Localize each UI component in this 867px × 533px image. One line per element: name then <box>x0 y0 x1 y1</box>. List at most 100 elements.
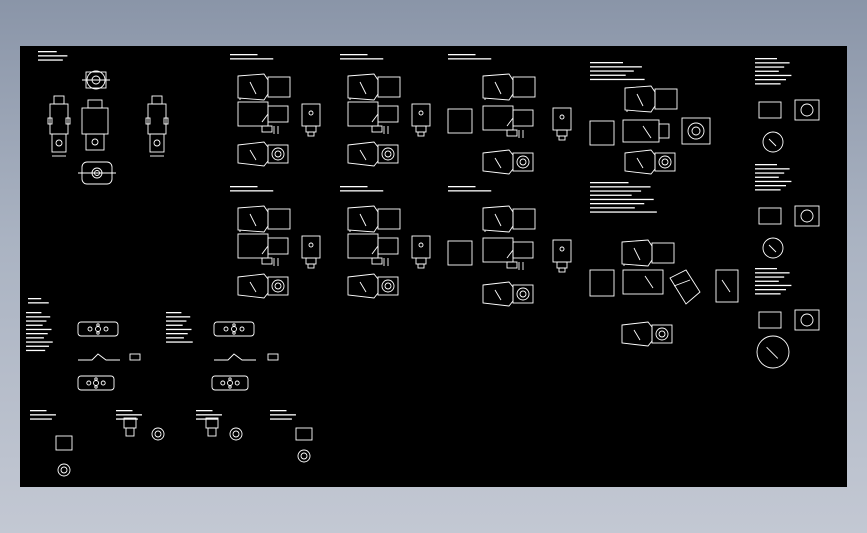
outline <box>447 108 473 134</box>
annotation-mark <box>30 418 52 420</box>
coil-end-1-1 <box>411 235 431 269</box>
annotation-mark <box>755 74 792 77</box>
circle <box>800 103 814 117</box>
outline <box>377 105 399 123</box>
outline <box>512 208 536 230</box>
valve-assembly-front <box>47 95 71 157</box>
outline <box>267 208 291 230</box>
coil-block-2-1 <box>447 240 473 266</box>
outline <box>377 144 399 164</box>
outline <box>151 95 163 105</box>
circle <box>220 380 226 386</box>
plate-notes-2 <box>166 312 193 343</box>
coil-end-right-round <box>681 117 711 145</box>
outline <box>347 233 379 259</box>
circle <box>232 323 236 327</box>
outline <box>307 131 315 137</box>
circle <box>381 147 395 161</box>
circle <box>274 150 282 158</box>
circle <box>271 279 285 293</box>
contour <box>237 141 269 167</box>
circle <box>229 427 243 441</box>
outline <box>654 152 676 172</box>
small-round-2 <box>151 427 165 441</box>
outline <box>506 129 518 137</box>
outline <box>237 233 269 259</box>
outline <box>87 99 103 109</box>
coil-round-1-0 <box>347 141 399 167</box>
connector-plate-1 <box>77 321 119 337</box>
annotation-mark <box>196 414 222 416</box>
annotation-mark <box>755 58 777 60</box>
circle <box>151 427 165 441</box>
annotation-mark <box>196 410 213 412</box>
circle <box>231 326 237 332</box>
outline <box>482 237 514 263</box>
stroke <box>636 93 644 107</box>
coil-round-0-0 <box>237 141 289 167</box>
annotation-mark <box>755 280 779 282</box>
coil-round-right <box>624 149 676 175</box>
connector-plate-4 <box>211 375 249 391</box>
contour <box>621 321 653 347</box>
outline <box>558 135 566 141</box>
outline <box>371 257 383 265</box>
outline <box>267 353 279 361</box>
outline <box>305 257 317 265</box>
circle <box>239 326 245 332</box>
small-coil-1 <box>55 435 73 477</box>
circle <box>94 385 98 389</box>
annotation-mark <box>340 58 384 60</box>
outline <box>415 125 427 133</box>
stroke <box>249 81 257 95</box>
round-coil-end-c <box>756 335 790 369</box>
circle <box>384 150 392 158</box>
annotation-mark <box>30 414 56 416</box>
connector-plate-2 <box>213 321 255 337</box>
stroke <box>506 249 514 259</box>
annotation-mark <box>340 186 368 188</box>
coil-end-2-0 <box>552 107 572 141</box>
outline <box>447 240 473 266</box>
circle <box>516 287 530 301</box>
outline <box>129 353 141 361</box>
annotation-mark <box>166 324 183 326</box>
circle <box>297 449 311 463</box>
coil-front-right-2 <box>622 269 664 295</box>
stroke <box>636 157 644 169</box>
contour <box>669 269 701 305</box>
annotation-mark <box>166 337 184 339</box>
annotation-mark <box>755 164 777 166</box>
annotation-mark <box>28 298 42 300</box>
outline <box>417 131 425 137</box>
annotation-mark <box>755 189 781 191</box>
plate <box>77 375 115 391</box>
annotation-mark <box>230 186 258 188</box>
annotation-mark <box>590 186 651 188</box>
small-coil-3 <box>205 417 219 437</box>
annotation-mark <box>38 51 57 53</box>
coil-side-right-2 <box>621 239 675 267</box>
annotation-mark <box>755 180 792 183</box>
title-block-left <box>38 51 68 61</box>
small-coil-notes-2 <box>116 410 142 420</box>
stroke <box>633 329 641 341</box>
cad-drawing-canvas[interactable] <box>20 46 847 487</box>
drawing-sheet[interactable] <box>20 46 847 487</box>
stroke <box>359 81 367 95</box>
circle <box>57 463 71 477</box>
stroke <box>359 281 367 293</box>
circle <box>762 237 784 259</box>
stroke <box>721 279 731 293</box>
small-coil-notes-4 <box>270 410 296 420</box>
contour <box>624 149 656 175</box>
outline <box>149 133 165 153</box>
circle <box>655 327 669 341</box>
outline <box>85 133 105 151</box>
coil-front-0-1 <box>237 233 289 266</box>
circle <box>384 282 392 290</box>
annotation-mark <box>166 341 193 343</box>
outline <box>658 123 670 139</box>
coil-round-2-1 <box>482 281 534 307</box>
outline <box>371 125 383 133</box>
